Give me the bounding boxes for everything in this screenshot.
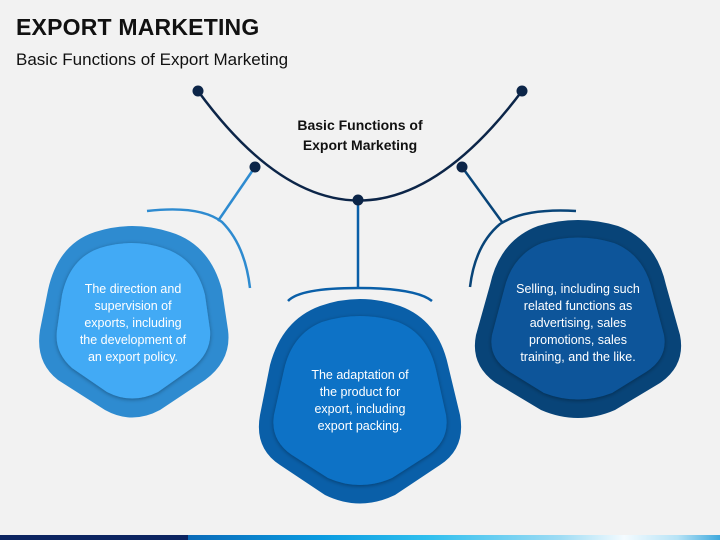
connector-right bbox=[460, 166, 504, 223]
text-line: related functions as bbox=[523, 299, 633, 313]
page-title: EXPORT MARKETING bbox=[16, 14, 260, 40]
text-line: export packing. bbox=[317, 419, 403, 433]
text-line: exports, including bbox=[84, 316, 182, 330]
pentagon-middle bbox=[258, 299, 462, 504]
center-label: Basic Functions of Export Marketing bbox=[270, 115, 450, 155]
text-line: export, including bbox=[314, 402, 406, 416]
arc-node-right bbox=[456, 161, 468, 173]
footer-bar-dark-segment bbox=[0, 535, 188, 540]
pentagon-right bbox=[474, 220, 682, 418]
connector-left bbox=[216, 166, 257, 222]
page-subtitle: Basic Functions of Export Marketing bbox=[16, 50, 289, 69]
pentagon-left bbox=[39, 226, 229, 418]
text-line: The direction and bbox=[84, 282, 182, 296]
function-text-middle: The adaptation of the product for export… bbox=[288, 367, 432, 435]
text-line: the development of bbox=[79, 333, 187, 347]
connector-arc-middle bbox=[287, 286, 433, 303]
footer-color-bar bbox=[0, 535, 720, 540]
center-label-line2: Export Marketing bbox=[302, 137, 418, 153]
connector-arc-left bbox=[146, 208, 252, 289]
arc-node-left bbox=[249, 161, 261, 173]
text-line: an export policy. bbox=[87, 350, 179, 364]
footer-bar-gradient-segment bbox=[188, 535, 720, 540]
function-text-right: Selling, including such related function… bbox=[502, 281, 654, 366]
arc-node-middle bbox=[352, 194, 364, 206]
text-line: advertising, sales bbox=[529, 316, 627, 330]
arc-endpoint-right bbox=[516, 85, 528, 97]
function-text-left: The direction and supervision of exports… bbox=[60, 281, 206, 366]
text-line: supervision of bbox=[94, 299, 172, 313]
arc-endpoint-left bbox=[192, 85, 204, 97]
center-label-line1: Basic Functions of bbox=[297, 117, 423, 133]
text-line: The adaptation of bbox=[311, 368, 409, 382]
text-line: Selling, including such bbox=[516, 282, 640, 296]
text-line: promotions, sales bbox=[529, 333, 627, 347]
text-line: training, and the like. bbox=[520, 350, 636, 364]
connector-arc-right bbox=[468, 209, 577, 288]
text-line: the product for bbox=[319, 385, 401, 399]
